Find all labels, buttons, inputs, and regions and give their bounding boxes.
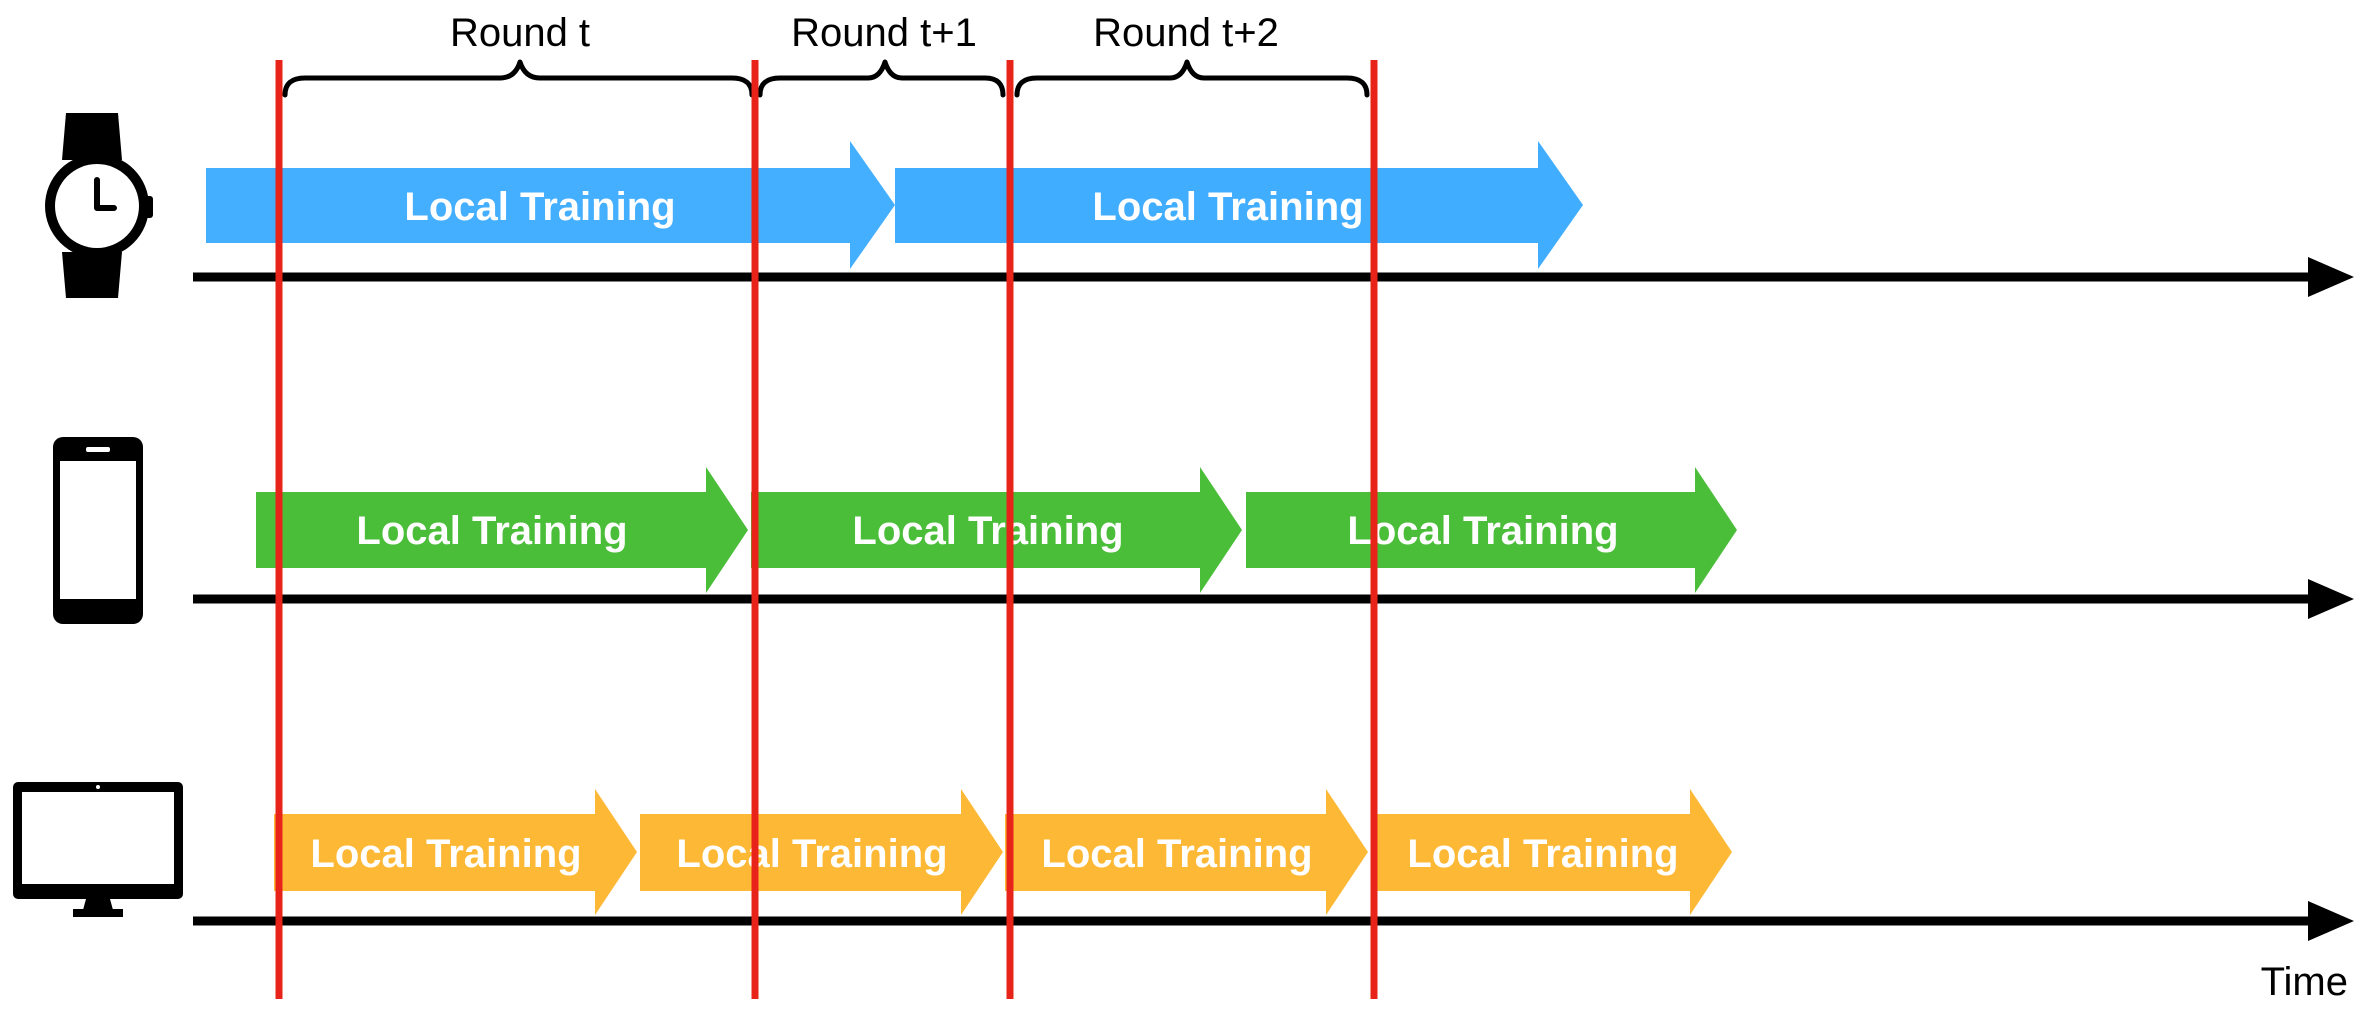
training-arrow-shape: [1005, 789, 1368, 915]
training-arrow-shape: [1246, 467, 1737, 593]
device-row-smartphone: Local Training Local Training Local Trai…: [53, 437, 2354, 624]
training-arrow: Local Training: [206, 141, 895, 269]
training-arrow: Local Training: [895, 141, 1583, 269]
timeline-arrowhead: [2308, 579, 2354, 619]
training-arrow-shape: [640, 789, 1003, 915]
timeline-arrowhead: [2308, 901, 2354, 941]
training-arrow-shape: [206, 141, 895, 269]
training-arrow: Local Training: [1246, 467, 1737, 593]
training-arrow-shape: [256, 467, 748, 593]
round-brace-t1: [757, 59, 1006, 98]
training-arrow-label: Local Training: [310, 832, 581, 876]
round-headers: Round t Round t+1 Round t+2: [282, 11, 1370, 98]
round-label-t2: Round t+2: [1093, 11, 1279, 55]
training-arrow-label: Local Training: [852, 509, 1123, 553]
training-arrow: Local Training: [274, 789, 637, 915]
timeline-arrowhead: [2308, 257, 2354, 297]
training-arrow-label: Local Training: [404, 185, 675, 229]
training-arrow-label: Local Training: [1041, 832, 1312, 876]
monitor-icon: [13, 782, 183, 917]
round-boundaries: [275, 60, 1378, 999]
round-brace-t: [282, 59, 755, 98]
training-arrow-shape: [1371, 789, 1732, 915]
training-arrow: Local Training: [256, 467, 748, 593]
training-arrow-label: Local Training: [676, 832, 947, 876]
training-arrow-shape: [895, 141, 1583, 269]
round-brace-t2: [1014, 59, 1370, 98]
training-arrow: Local Training: [1371, 789, 1732, 915]
training-arrow-shape: [751, 467, 1242, 593]
round-label-t: Round t: [450, 11, 590, 55]
round-label-t1: Round t+1: [791, 11, 977, 55]
time-axis-label: Time: [2261, 960, 2348, 1004]
training-arrow-shape: [274, 789, 637, 915]
training-arrow: Local Training: [751, 467, 1242, 593]
smartwatch-icon: [45, 113, 153, 298]
training-arrow-label: Local Training: [1407, 832, 1678, 876]
device-row-monitor: Local Training Local Training Local Trai…: [13, 782, 2354, 941]
training-arrow: Local Training: [1005, 789, 1368, 915]
training-arrow-label: Local Training: [1092, 185, 1363, 229]
device-row-smartwatch: Local Training Local Training: [45, 113, 2354, 298]
training-arrow-label: Local Training: [356, 509, 627, 553]
training-arrow-label: Local Training: [1347, 509, 1618, 553]
smartphone-icon: [53, 437, 143, 624]
training-arrow: Local Training: [640, 789, 1003, 915]
